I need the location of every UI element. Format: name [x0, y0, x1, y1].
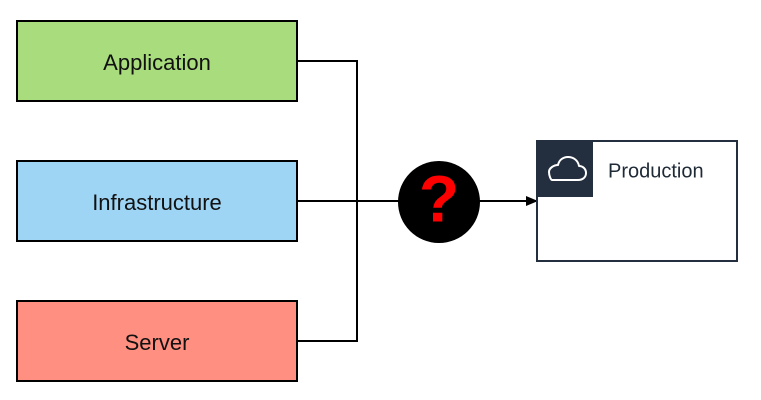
production-label: Production	[608, 160, 704, 182]
source-server: Server	[16, 300, 298, 382]
source-label-application: Application	[103, 50, 211, 75]
line-from-server	[297, 201, 358, 342]
cloud-icon	[548, 156, 587, 181]
production-target: Production	[536, 140, 738, 262]
source-label-server: Server	[125, 330, 190, 355]
source-infrastructure: Infrastructure	[16, 160, 298, 242]
source-label-infrastructure: Infrastructure	[92, 190, 222, 215]
source-box-infrastructure	[16, 160, 298, 242]
question-badge-circle	[398, 161, 480, 243]
line-from-application	[297, 60, 358, 201]
source-box-application	[16, 20, 298, 102]
source-application: Application	[16, 20, 298, 102]
connector-lines	[297, 60, 538, 342]
question-badge: ?	[398, 161, 480, 243]
source-box-server	[16, 300, 298, 382]
question-mark-icon: ?	[419, 161, 459, 235]
